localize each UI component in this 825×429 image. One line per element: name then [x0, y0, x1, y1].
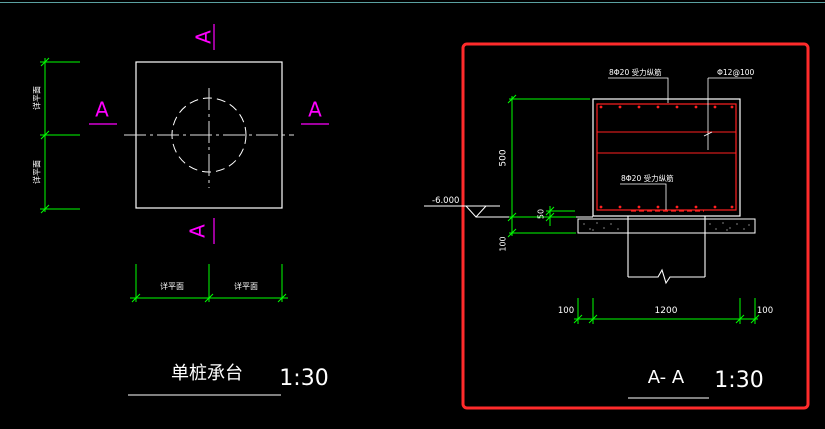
plan-view: A A A A 详平面 详平面	[32, 24, 329, 396]
dim-width-label: 1200	[655, 306, 678, 316]
dim-height-label: 500	[499, 149, 509, 166]
plan-dim-vertical-lower: 详平面	[32, 160, 42, 184]
bedding-hatch	[583, 222, 750, 231]
section-mark-bottom: A	[186, 218, 215, 244]
rebar-dots-top	[599, 105, 734, 109]
dim-left-label: 100	[558, 306, 574, 316]
dim-right-label: 100	[757, 306, 773, 316]
plan-title: 单桩承台	[171, 363, 243, 384]
plan-dim-vertical	[40, 57, 80, 214]
section-mark-top: A	[192, 24, 216, 50]
pile	[627, 216, 706, 285]
section-mark-bottom-label: A	[186, 224, 210, 238]
cap-section-outline	[592, 98, 741, 217]
section-title: A- A	[648, 367, 685, 388]
section-mark-left: A	[89, 98, 117, 125]
plan-scale: 1:30	[279, 366, 328, 391]
section-mark-right-label: A	[308, 98, 322, 122]
section-mark-top-label: A	[192, 30, 216, 44]
section-view: 8Φ20 受力纵筋 Φ12@100 8Φ20 受力纵筋 -6.000	[424, 42, 810, 410]
rebar-cage	[596, 103, 737, 211]
plan-dim-horizontal-left: 详平面	[160, 281, 184, 291]
elevation-label: -6.000	[432, 196, 459, 206]
section-scale: 1:30	[714, 368, 763, 393]
section-dim-horizontal	[573, 298, 760, 324]
highlight-box	[461, 42, 810, 410]
dim-pad-label: 100	[499, 236, 508, 251]
section-mark-right: A	[301, 98, 329, 125]
bedding-layer	[577, 218, 756, 234]
rebar-top-label: 8Φ20 受力纵筋	[609, 67, 662, 77]
rebar-bottom-label: 8Φ20 受力纵筋	[621, 173, 674, 183]
plan-dim-horizontal-right: 详平面	[234, 281, 258, 291]
plan-dim-vertical-upper: 详平面	[32, 86, 42, 110]
rebar-leaders	[608, 77, 752, 210]
rebar-dots-bottom	[599, 205, 734, 209]
section-dim-vertical	[507, 94, 590, 238]
section-mark-left-label: A	[95, 98, 109, 122]
dim-cover-label: 50	[537, 209, 546, 219]
plan-dim-horizontal	[130, 264, 288, 303]
rebar-stirrup-label: Φ12@100	[717, 68, 754, 77]
